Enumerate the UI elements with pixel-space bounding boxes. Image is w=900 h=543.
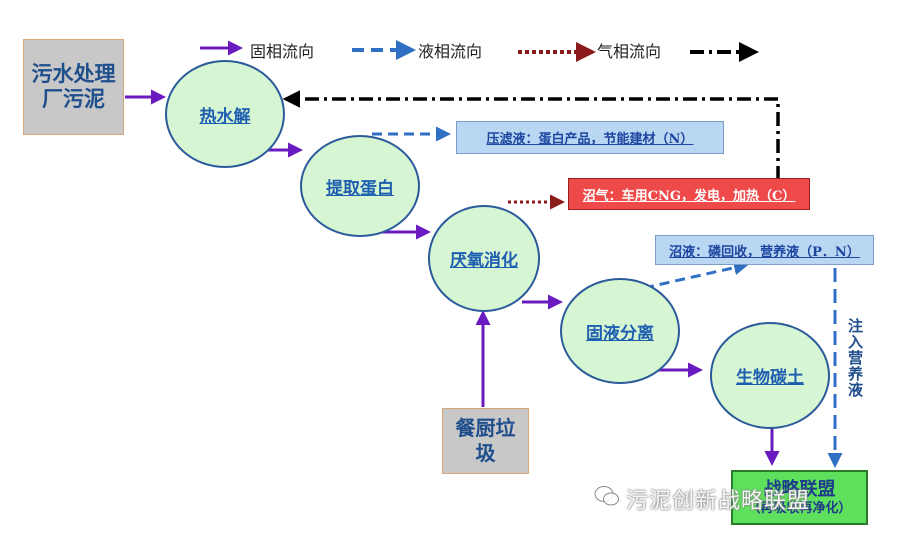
final-title: 战略联盟 <box>763 478 836 500</box>
arrow-biogas-return <box>282 90 780 180</box>
source-sludge: 污水处理厂污泥 <box>23 39 124 135</box>
node-hydrolysis: 热水解 <box>165 60 285 168</box>
source-food-waste: 餐厨垃圾 <box>442 408 529 474</box>
product-biogas: 沼气：车用CNG，发电，加热（C） <box>568 178 810 210</box>
product-filtrate: 压滤液：蛋白产品，节能建材（N） <box>456 121 724 154</box>
legend-liquid-label: 液相流向 <box>418 42 483 61</box>
arrow-separation-to-digestate <box>643 260 749 290</box>
final-subtitle: （再吸收再净化） <box>747 500 852 516</box>
node-bio-carbon-soil: 生物碳土 <box>710 322 830 429</box>
final-alliance-box: 战略联盟 （再吸收再净化） <box>731 470 868 525</box>
legend-gas-label: 气相流向 <box>597 42 662 61</box>
node-solid-liquid-separation: 固液分离 <box>560 278 680 384</box>
watermark-text: 污泥创新战略联盟 <box>626 489 811 514</box>
inject-nutrient-label: 注入营养液 <box>846 318 864 398</box>
legend-solid-label: 固相流向 <box>250 42 315 61</box>
product-digestate: 沼液：磷回收，营养液（P．N） <box>655 235 874 265</box>
wechat-icon <box>594 486 619 506</box>
node-anaerobic-digestion: 厌氧消化 <box>428 205 540 312</box>
node-protein-extraction: 提取蛋白 <box>300 135 420 237</box>
